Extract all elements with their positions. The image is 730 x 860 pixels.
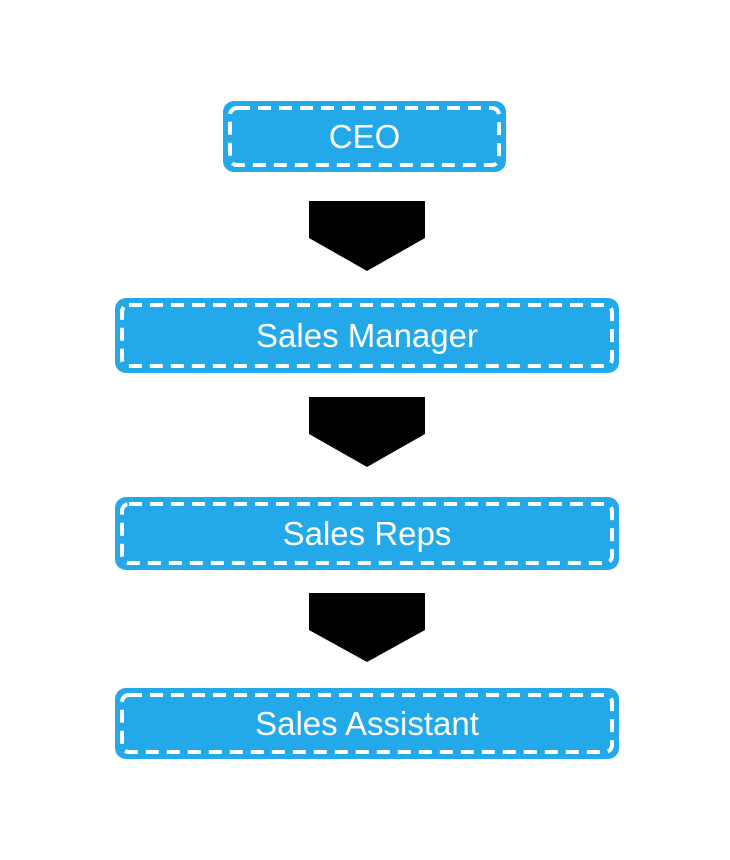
node-sales-manager-dashed-border: [120, 303, 614, 368]
node-ceo: CEO: [223, 101, 506, 172]
node-sales-manager: Sales Manager: [115, 298, 619, 373]
node-sales-reps: Sales Reps: [115, 497, 619, 570]
node-sales-assistant-box: [115, 688, 619, 759]
node-sales-reps-label: Sales Reps: [283, 515, 452, 552]
node-sales-manager-box: [115, 298, 619, 373]
node-ceo-dashed-border: [228, 106, 501, 167]
down-arrow-icon: [309, 201, 425, 271]
node-sales-manager-label: Sales Manager: [256, 317, 478, 354]
node-sales-reps-dashed-border: [120, 502, 614, 565]
node-sales-assistant-dashed-border: [120, 693, 614, 754]
down-arrow-icon: [309, 397, 425, 467]
node-sales-assistant-label: Sales Assistant: [255, 705, 479, 742]
node-sales-reps-box: [115, 497, 619, 570]
node-ceo-label: CEO: [329, 118, 401, 155]
node-sales-assistant: Sales Assistant: [115, 688, 619, 759]
node-ceo-box: [223, 101, 506, 172]
down-arrow-icon: [309, 593, 425, 662]
